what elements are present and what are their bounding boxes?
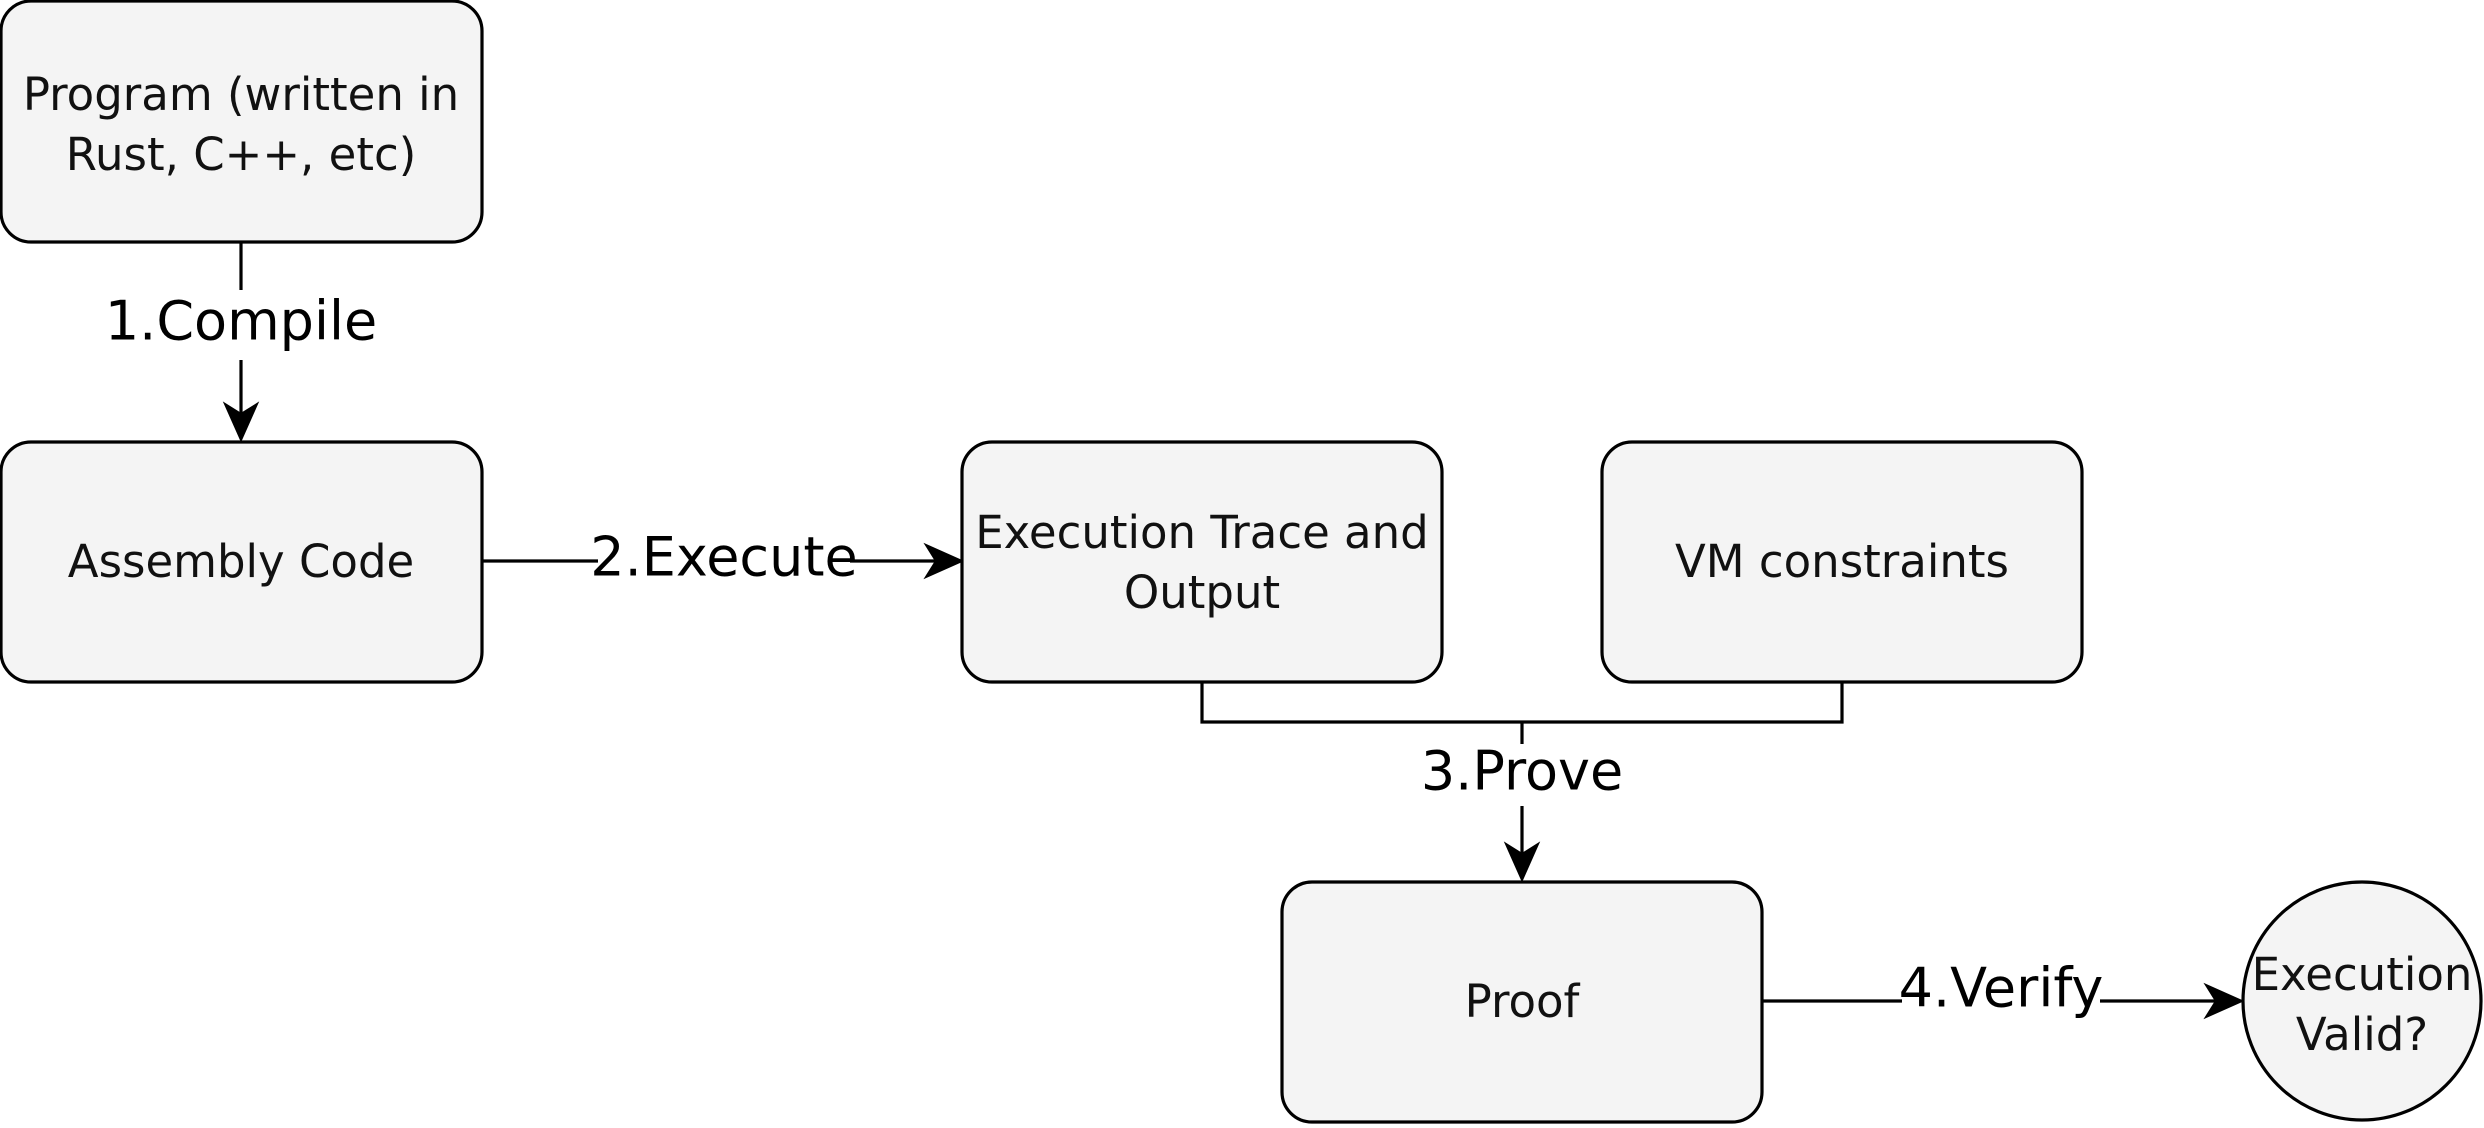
edge-label-verify: 4.Verify (1899, 957, 2104, 1020)
node-program-line2: Rust, C++, etc) (66, 128, 417, 181)
edge-label-prove: 3.Prove (1421, 740, 1623, 803)
node-proof: Proof (1280, 880, 1764, 1124)
node-execution-trace-line2: Output (1124, 566, 1280, 619)
node-proof-label: Proof (1465, 975, 1581, 1028)
node-execution-valid-line2: Valid? (2296, 1008, 2428, 1061)
node-execution-trace: Execution Trace and Output (960, 440, 1444, 684)
node-program: Program (written in Rust, C++, etc) (0, 0, 484, 244)
node-execution-trace-line1: Execution Trace and (975, 506, 1428, 559)
node-execution-valid-line1: Execution (2252, 948, 2473, 1001)
arrowhead (1503, 841, 1541, 883)
edge-prove: 3.Prove (1200, 682, 1844, 883)
arrowhead (923, 542, 965, 580)
node-program-line1: Program (written in (23, 68, 459, 121)
node-assembly-code: Assembly Code (0, 440, 484, 684)
edge-compile: 1.Compile (100, 242, 382, 443)
arrowhead (2203, 982, 2245, 1020)
edge-execute: 2.Execute (482, 526, 965, 596)
edge-label-compile: 1.Compile (105, 290, 377, 353)
edge-verify: 4.Verify (1762, 957, 2245, 1036)
node-assembly-code-label: Assembly Code (68, 535, 414, 588)
node-vm-constraints-label: VM constraints (1675, 535, 2009, 588)
node-vm-constraints: VM constraints (1600, 440, 2084, 684)
edge-label-execute: 2.Execute (590, 526, 857, 589)
node-execution-valid: Execution Valid? (2241, 880, 2483, 1122)
arrowhead (222, 401, 260, 443)
